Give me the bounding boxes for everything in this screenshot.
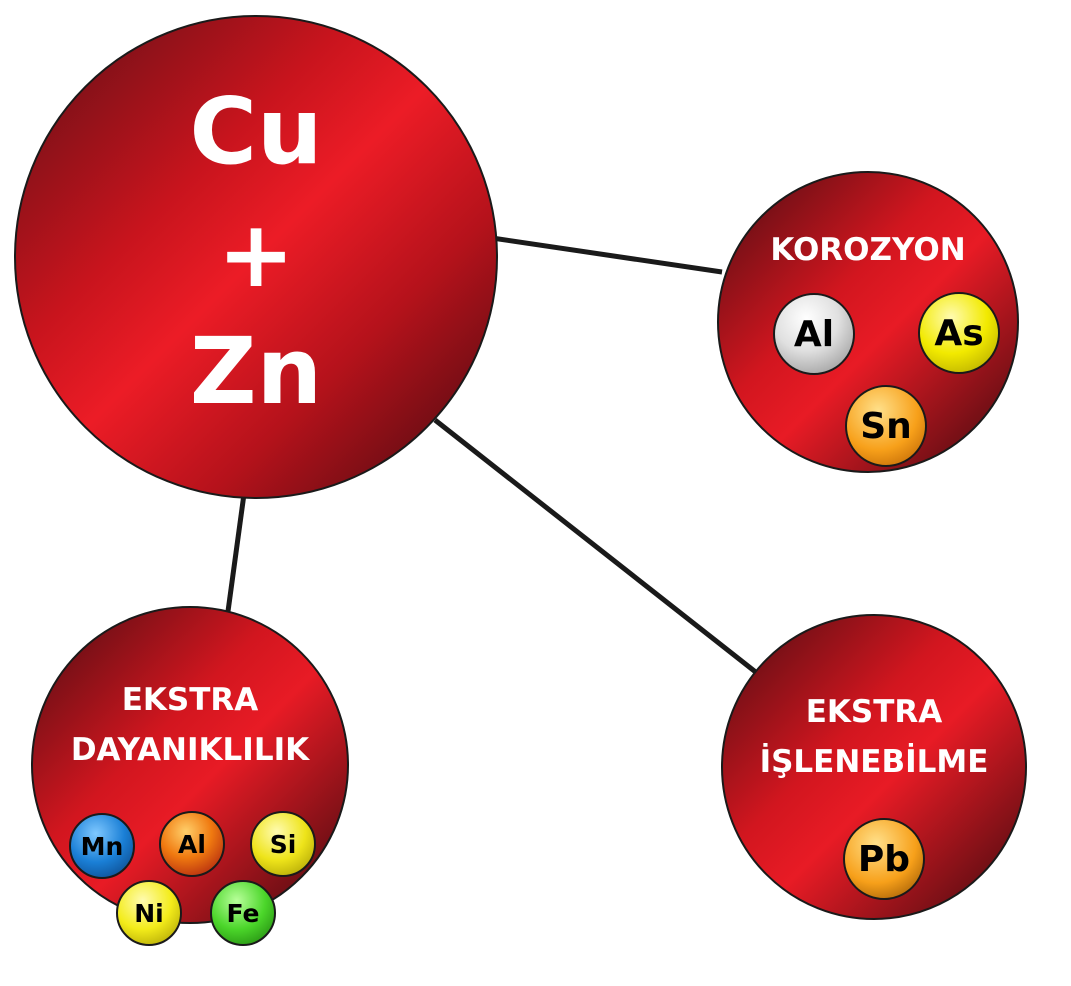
- element-ball-mn: Mn: [69, 813, 135, 879]
- node-title-korozyon: KOROZYON: [770, 232, 966, 268]
- center-node: [14, 15, 498, 499]
- node-title-dayaniklilik-line2: DAYANIKLILIK: [70, 732, 310, 768]
- element-ball-fe: Fe: [210, 880, 276, 946]
- node-islenebilme: [721, 614, 1027, 920]
- node-korozyon: [717, 171, 1019, 473]
- connector-line-dayaniklilik: [223, 493, 247, 627]
- connector-line-islenebilme: [433, 418, 764, 679]
- element-ball-al: Al: [773, 293, 855, 375]
- node-title-dayaniklilik-line1: EKSTRA: [121, 682, 259, 718]
- node-title-islenebilme-line1: EKSTRA: [805, 694, 943, 730]
- element-ball-ni: Ni: [116, 880, 182, 946]
- center-label-plus: +: [217, 201, 295, 308]
- connector-line-korozyon: [491, 235, 723, 275]
- element-ball-si: Si: [250, 811, 316, 877]
- element-ball-sn: Sn: [845, 385, 927, 467]
- center-label-zn: Zn: [189, 318, 323, 425]
- element-ball-al-2: Al: [159, 811, 225, 877]
- center-label-cu: Cu: [189, 78, 323, 185]
- element-ball-pb: Pb: [843, 818, 925, 900]
- element-ball-as: As: [918, 292, 1000, 374]
- node-title-islenebilme-line2: İŞLENEBİLME: [759, 744, 989, 780]
